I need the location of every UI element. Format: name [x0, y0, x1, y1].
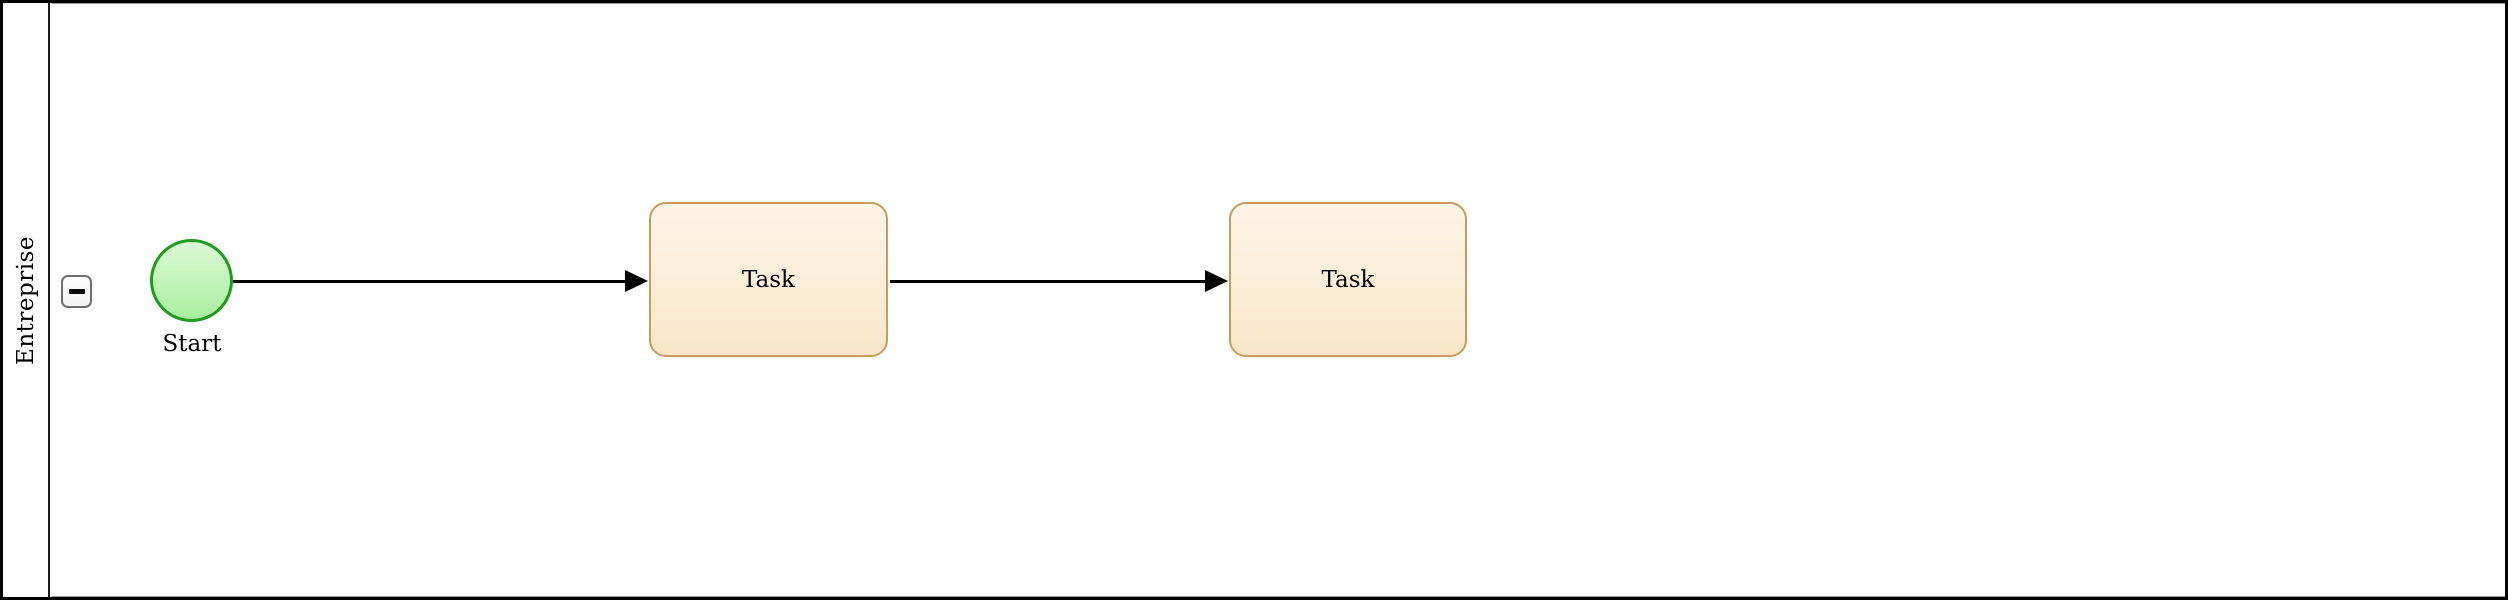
- start-event-node[interactable]: [150, 239, 233, 322]
- sequence-flow-1[interactable]: [233, 265, 648, 297]
- edge-line: [233, 280, 627, 283]
- task-node-1[interactable]: Task: [649, 202, 888, 357]
- task-label: Task: [1321, 266, 1375, 293]
- task-node-2[interactable]: Task: [1229, 202, 1467, 357]
- pool-label: Entreprise: [12, 235, 39, 365]
- arrowhead-icon: [1205, 270, 1228, 292]
- sequence-flow-2[interactable]: [890, 265, 1228, 297]
- start-event-label: Start: [162, 331, 222, 357]
- lane-content-area: [52, 3, 2505, 597]
- task-label: Task: [741, 266, 795, 293]
- pool-collapse-button[interactable]: [61, 275, 92, 308]
- pool-title-strip[interactable]: Entreprise: [3, 3, 50, 597]
- arrowhead-icon: [625, 270, 648, 292]
- edge-line: [890, 280, 1207, 283]
- minus-icon: [68, 289, 85, 294]
